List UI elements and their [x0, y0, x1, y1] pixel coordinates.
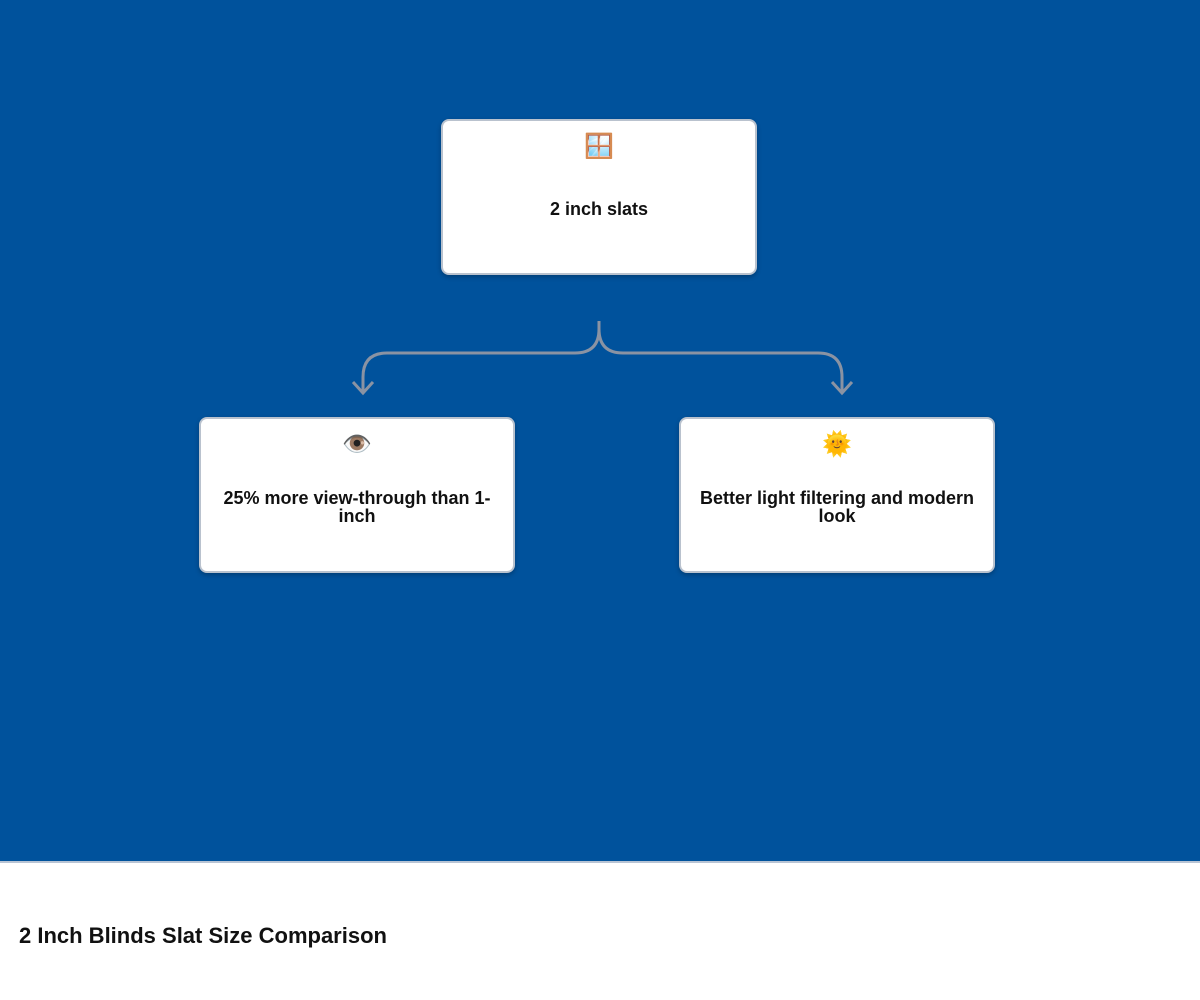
- connector-root-to-left: [361, 321, 601, 392]
- eye-icon: 👁️: [342, 430, 372, 458]
- window-icon: 🪟: [584, 132, 614, 160]
- connector-layer: [351, 321, 854, 396]
- connector-root-to-right: [597, 321, 844, 392]
- caption-area: 2 Inch Blinds Slat Size Comparison: [0, 863, 1200, 1000]
- node-view-through[interactable]: 👁️ 25% more view-through than 1-inch: [199, 417, 515, 573]
- node-2-inch-slats[interactable]: 🪟 2 inch slats: [441, 119, 757, 275]
- node-label: Better light filtering and modern look: [699, 488, 974, 526]
- arrowhead-left: [351, 380, 375, 396]
- diagram-canvas: 🪟 2 inch slats 👁️ 25% more view-through …: [0, 0, 1200, 863]
- node-label: 2 inch slats: [549, 199, 649, 219]
- node-label: 25% more view-through than 1-inch: [223, 488, 491, 526]
- sun-icon: 🌞: [822, 430, 852, 458]
- node-light-filtering[interactable]: 🌞 Better light filtering and modern look: [679, 417, 995, 573]
- arrowhead-right: [830, 380, 854, 396]
- page-title: 2 Inch Blinds Slat Size Comparison: [19, 923, 387, 948]
